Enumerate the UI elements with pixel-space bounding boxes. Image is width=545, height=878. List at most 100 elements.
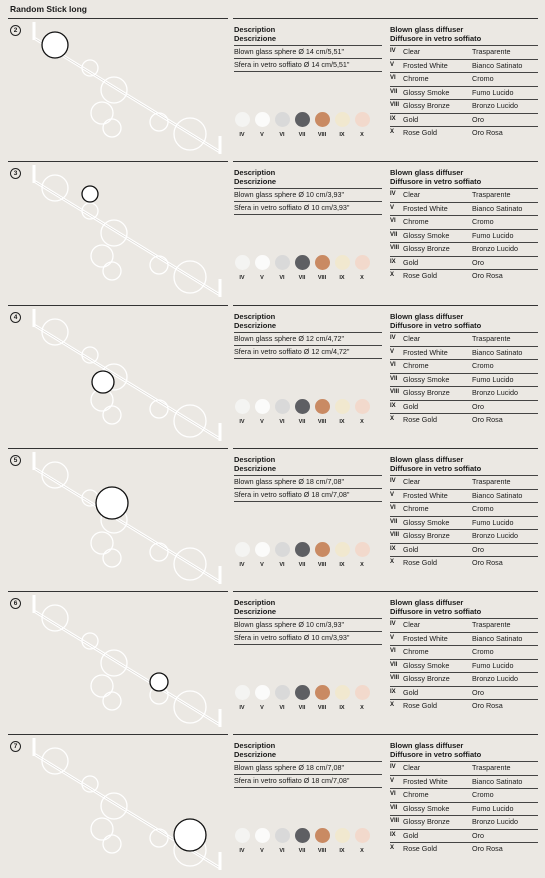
finish-swatch xyxy=(335,542,350,557)
diffuser-heading-en: Blown glass diffuser xyxy=(390,312,464,321)
finish-name-en: Frosted White xyxy=(403,60,448,70)
finish-name-it: Trasparente xyxy=(472,477,511,486)
finish-name-en: Glossy Bronze xyxy=(403,388,450,397)
sphere-outline xyxy=(90,101,114,125)
diffuser-heading-en: Blown glass diffuser xyxy=(390,168,464,177)
swatch-label: VII xyxy=(298,848,306,854)
description-heading-it: Descrizione xyxy=(234,750,277,759)
sphere-outline xyxy=(81,632,99,650)
finish-code: V xyxy=(390,348,395,355)
sphere-outline xyxy=(102,691,122,711)
sphere-outline xyxy=(41,174,69,202)
description-rows: Blown glass sphere Ø 18 cm/7,08"Sfera in… xyxy=(234,475,382,502)
finish-swatch xyxy=(235,828,250,843)
swatch-label: V xyxy=(260,275,264,281)
finish-name-en: Frosted White xyxy=(403,490,448,500)
finish-code: V xyxy=(390,777,395,784)
finish-code: VI xyxy=(390,362,396,368)
finish-swatch xyxy=(315,399,330,414)
diffuser-heading-it: Diffusore in vetro soffiato xyxy=(390,464,482,473)
swatch-label: VIII xyxy=(317,705,327,711)
page-title: Random Stick long xyxy=(10,4,87,14)
finish-name-it: Fumo Lucido xyxy=(472,374,514,384)
finish-name-it: Oro Rosa xyxy=(472,844,503,853)
finish-name-en: Glossy Smoke xyxy=(403,517,450,527)
finish-name-it: Fumo Lucido xyxy=(472,87,514,97)
finish-name-it: Oro xyxy=(472,257,484,267)
finish-name-en: Frosted White xyxy=(403,633,448,643)
finish-name-it: Bronzo Lucido xyxy=(472,101,518,110)
finish-name-en: Chrome xyxy=(403,504,429,513)
finish-swatch xyxy=(295,255,310,270)
divider xyxy=(8,18,228,19)
finish-swatch xyxy=(335,685,350,700)
description-row: Blown glass sphere Ø 10 cm/3,93" xyxy=(234,188,382,201)
finish-name-en: Frosted White xyxy=(403,203,448,213)
swatch-label: VIII xyxy=(317,419,327,425)
highlighted-sphere xyxy=(173,818,207,852)
finish-code: VIII xyxy=(390,389,400,395)
description-heading-en: Description xyxy=(234,598,276,607)
finish-code: VII xyxy=(390,804,398,811)
description-heading-it: Descrizione xyxy=(234,177,277,186)
finish-code: X xyxy=(390,559,395,565)
finish-name-it: Fumo Lucido xyxy=(472,803,514,813)
finish-code: IV xyxy=(390,621,396,627)
sphere-outline xyxy=(102,118,122,138)
finish-row: V Frosted White Bianco Satinato xyxy=(390,201,538,216)
description-heading-en: Description xyxy=(234,455,276,464)
finish-swatch xyxy=(235,255,250,270)
stick-rod-edge xyxy=(33,610,221,726)
sphere-outline xyxy=(100,219,128,247)
swatch-label: IV xyxy=(239,419,245,425)
divider xyxy=(233,161,538,162)
sphere-outline xyxy=(149,255,169,275)
sphere-outline xyxy=(102,548,122,568)
finish-name-it: Bianco Satinato xyxy=(472,203,523,213)
lamp-illustration xyxy=(32,309,222,441)
sphere-outline xyxy=(90,817,114,841)
finish-swatch xyxy=(355,542,370,557)
finish-swatch xyxy=(275,685,290,700)
sphere-outline xyxy=(100,649,128,677)
finish-name-it: Bronzo Lucido xyxy=(472,388,518,397)
swatch-label: X xyxy=(360,275,364,281)
description-heading-en: Description xyxy=(234,168,276,177)
swatch-label: V xyxy=(260,419,264,425)
swatch-label: VII xyxy=(298,705,306,711)
finish-name-en: Clear xyxy=(403,477,421,486)
swatch-label: VI xyxy=(279,705,285,711)
finish-name-it: Oro Rosa xyxy=(472,415,503,424)
finish-swatch xyxy=(355,112,370,127)
finish-name-it: Bronzo Lucido xyxy=(472,674,518,683)
sphere-outline xyxy=(90,674,114,698)
finish-swatch xyxy=(315,112,330,127)
finish-code: VII xyxy=(390,88,398,95)
finish-swatches xyxy=(234,828,374,848)
swatch-label: IV xyxy=(239,848,245,854)
swatch-label: VII xyxy=(298,419,306,425)
finish-code: V xyxy=(390,204,395,211)
sphere-outline xyxy=(173,404,207,438)
divider xyxy=(8,305,228,306)
swatch-label: V xyxy=(260,848,264,854)
highlighted-sphere xyxy=(41,31,69,59)
finish-swatch xyxy=(255,685,270,700)
finish-name-it: Oro Rosa xyxy=(472,701,503,710)
